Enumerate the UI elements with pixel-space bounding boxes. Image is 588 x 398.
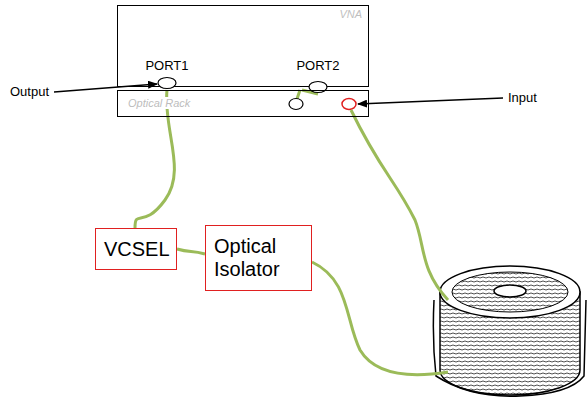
- patch-cable: [297, 90, 300, 99]
- callout-label: Input: [508, 90, 537, 105]
- box-label: VCSEL: [104, 238, 170, 261]
- input-arrow: [358, 98, 503, 104]
- port-circle: [306, 80, 330, 94]
- spool-fiber: [312, 262, 448, 375]
- optical-rack: Optical Rack: [117, 90, 369, 117]
- port-label: PORT1: [144, 58, 190, 73]
- vna-instrument: VNA PORT1 PORT2: [117, 5, 369, 87]
- port-connector: PORT1: [144, 58, 190, 90]
- fiber-cable: [135, 90, 174, 228]
- callout-label: Output: [10, 84, 49, 99]
- port-label: PORT2: [295, 58, 341, 73]
- laser-box: VCSEL: [95, 228, 177, 270]
- input-port: [342, 99, 356, 110]
- fiber-cable: [177, 249, 205, 254]
- rack-port: [289, 99, 303, 110]
- port-connector: PORT2: [295, 58, 341, 94]
- rack-label: Optical Rack: [126, 97, 192, 109]
- fiber-spool: [433, 266, 586, 396]
- input-fiber: [351, 110, 448, 300]
- isolator-box: Optical Isolator: [205, 225, 312, 291]
- box-label: Optical Isolator: [214, 235, 303, 281]
- instrument-label: VNA: [339, 8, 362, 20]
- port-circle: [155, 76, 179, 90]
